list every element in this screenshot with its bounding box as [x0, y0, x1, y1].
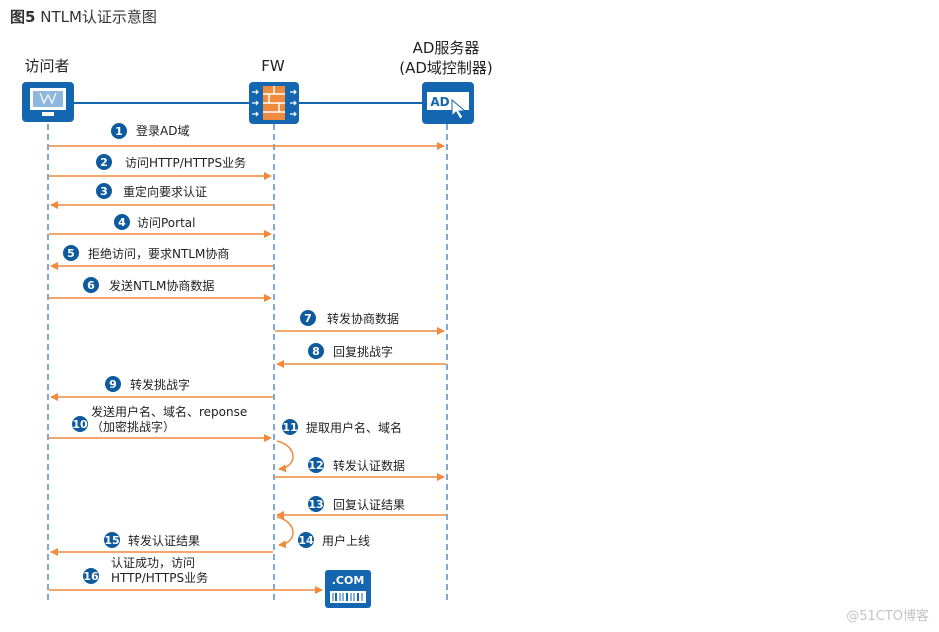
page-title: 图5 NTLM认证示意图: [10, 6, 157, 27]
step-11-arrow: [276, 440, 294, 473]
ad-icon-text: AD: [430, 95, 449, 109]
step-3-label: 重定向要求认证: [123, 184, 207, 199]
figure-caption: NTLM认证示意图: [40, 8, 157, 26]
step-8-label: 回复挑战字: [333, 344, 393, 359]
step-2: 2 访问HTTP/HTTPS业务: [96, 154, 246, 170]
step-7-number: 7: [304, 312, 312, 325]
step-10-badge: [72, 416, 88, 432]
ad-label-line2: (AD域控制器): [399, 59, 493, 77]
step-12-label: 转发认证数据: [333, 458, 405, 473]
step-15-badge: [104, 532, 120, 548]
computer-monitor-icon: [22, 82, 74, 122]
step-13-badge: [308, 496, 324, 512]
step-10-number: 10: [72, 418, 88, 431]
step-13-label: 回复认证结果: [333, 498, 405, 512]
step-15-number: 15: [104, 534, 119, 547]
step-3-badge: [96, 183, 112, 199]
step-9-number: 9: [109, 378, 117, 391]
watermark: @51CTO博客: [846, 609, 929, 624]
step-5-badge: [63, 245, 79, 261]
step-11-number: 11: [282, 421, 297, 434]
step-11-badge: [282, 419, 298, 435]
step-16-label-line2: HTTP/HTTPS业务: [111, 570, 208, 585]
step-8-badge: [308, 343, 324, 359]
web-server-icon-text: .COM: [332, 574, 365, 587]
step-5-label: 拒绝访问，要求NTLM协商: [88, 246, 229, 261]
ad-label-line1: AD服务器: [413, 39, 480, 57]
step-6: 6 发送NTLM协商数据: [83, 277, 214, 293]
figure-number: 图5: [10, 8, 36, 26]
step-4: 4 访问Portal: [114, 214, 195, 230]
step-16: 16 认证成功，访问 HTTP/HTTPS业务: [83, 556, 208, 585]
step-9-badge: [105, 376, 121, 392]
firewall-icon: [249, 82, 299, 124]
step-14-number: 14: [298, 534, 314, 547]
step-14: 14 用户上线: [298, 532, 370, 548]
step-1-number: 1: [115, 125, 123, 138]
web-server-icon: .COM: [325, 570, 371, 608]
step-5-number: 5: [67, 247, 75, 260]
step-7-label: 转发协商数据: [327, 311, 399, 326]
step-3: 3 重定向要求认证: [96, 183, 207, 199]
step-13: 13 回复认证结果: [308, 496, 405, 512]
step-12: 12 转发认证数据: [308, 457, 405, 473]
step-12-badge: [308, 457, 324, 473]
step-2-label: 访问HTTP/HTTPS业务: [125, 155, 246, 170]
step-11-label: 提取用户名、域名: [306, 420, 402, 435]
step-10-label: 发送用户名、域名、reponse: [91, 404, 247, 419]
step-2-badge: [96, 154, 112, 170]
step-14-label: 用户上线: [322, 533, 370, 548]
step-7: 7 转发协商数据: [300, 310, 399, 326]
step-10-label-line2: （加密挑战字）: [91, 419, 175, 434]
step-1-label: 登录AD域: [136, 123, 189, 138]
step-11: 11 提取用户名、域名: [282, 419, 402, 435]
step-16-number: 16: [83, 570, 99, 583]
step-1: 1 登录AD域: [111, 123, 189, 139]
step-9-label: 转发挑战字: [130, 377, 190, 392]
step-15-label: 转发认证结果: [128, 533, 200, 548]
step-6-badge: [83, 277, 99, 293]
step-8-number: 8: [312, 345, 320, 358]
step-4-label: 访问Portal: [137, 216, 195, 230]
step-14-arrow: [276, 516, 294, 549]
step-3-number: 3: [100, 185, 108, 198]
step-16-label: 认证成功，访问: [111, 556, 195, 570]
step-5: 5 拒绝访问，要求NTLM协商: [63, 245, 229, 261]
step-4-badge: [114, 214, 130, 230]
step-13-number: 13: [308, 498, 323, 511]
step-15: 15 转发认证结果: [104, 532, 200, 548]
fw-label: FW: [261, 57, 285, 75]
step-14-badge: [298, 532, 314, 548]
step-16-badge: [83, 568, 99, 584]
step-1-badge: [111, 123, 127, 139]
step-8: 8 回复挑战字: [308, 343, 393, 359]
step-7-badge: [300, 310, 316, 326]
step-12-number: 12: [308, 459, 323, 472]
step-2-number: 2: [100, 156, 108, 169]
step-6-number: 6: [87, 279, 95, 292]
step-9: 9 转发挑战字: [105, 376, 190, 392]
step-6-label: 发送NTLM协商数据: [109, 278, 214, 293]
client-label: 访问者: [24, 57, 69, 75]
ad-server-icon: AD: [422, 82, 474, 124]
step-4-number: 4: [118, 216, 126, 229]
step-10: 10 发送用户名、域名、reponse （加密挑战字）: [72, 404, 247, 434]
